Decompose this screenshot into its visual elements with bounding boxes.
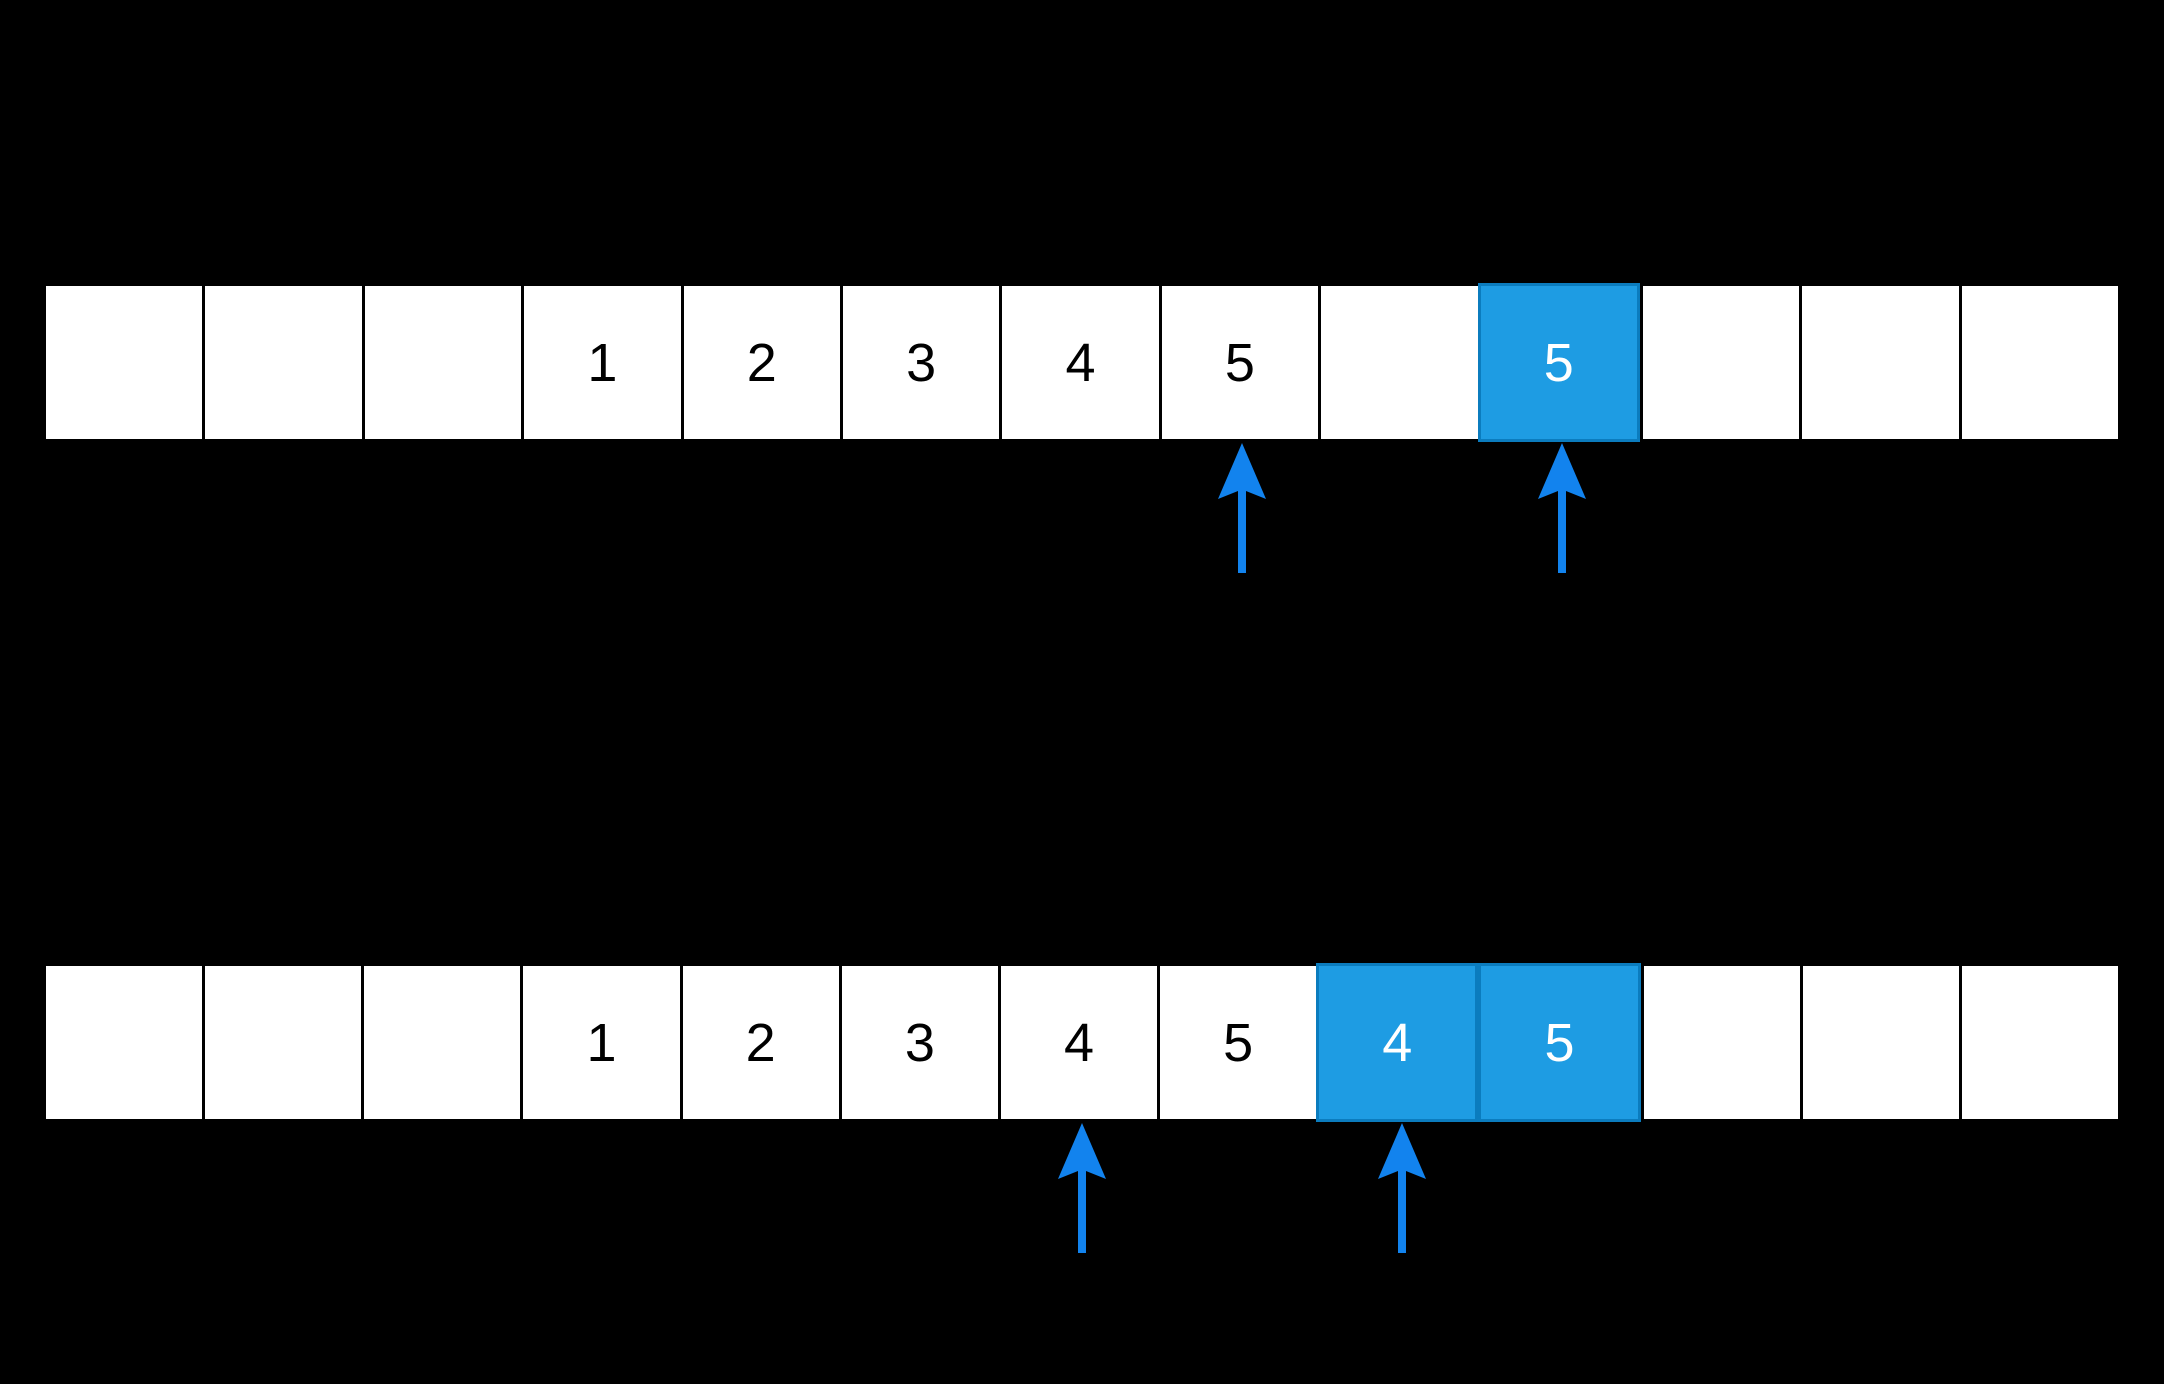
bottom-pointer-dest-arrow-icon <box>1372 1123 1432 1253</box>
array-cell-highlighted[interactable]: 5 <box>1477 283 1640 442</box>
array-cell-highlighted[interactable]: 4 <box>1316 963 1479 1122</box>
top-pointer-source-arrow-icon <box>1212 443 1272 573</box>
array-cell[interactable] <box>361 283 522 442</box>
cell-value: 4 <box>1382 1012 1413 1073</box>
array-cell[interactable] <box>202 283 362 442</box>
cell-value: 1 <box>586 1012 617 1073</box>
top-pointer-dest-arrow-icon <box>1532 443 1592 573</box>
array-cell[interactable] <box>1958 283 2122 442</box>
cell-value: 1 <box>587 332 618 393</box>
array-cell[interactable] <box>43 963 203 1122</box>
array-cell[interactable]: 1 <box>520 963 680 1122</box>
top-array-row: 1 2 3 4 5 5 <box>43 283 2122 442</box>
cell-value: 4 <box>1063 1012 1095 1073</box>
cell-value: 5 <box>1544 1012 1575 1073</box>
array-cell[interactable]: 3 <box>839 283 1000 442</box>
array-cell[interactable] <box>1958 963 2122 1122</box>
cell-value: 3 <box>904 1012 935 1073</box>
array-cell[interactable]: 2 <box>679 963 839 1122</box>
bottom-pointer-source-arrow-icon <box>1052 1123 1112 1253</box>
array-cell[interactable]: 5 <box>1158 283 1319 442</box>
array-cell[interactable] <box>202 963 362 1122</box>
array-cell[interactable]: 1 <box>521 283 681 442</box>
bottom-array-row: 1 2 3 4 5 4 5 <box>43 963 2122 1122</box>
cell-value: 2 <box>746 332 777 393</box>
array-cell[interactable]: 5 <box>1157 963 1317 1122</box>
cell-value: 5 <box>1224 332 1255 393</box>
array-cell[interactable] <box>1639 283 1800 442</box>
cell-value: 5 <box>1543 332 1574 393</box>
array-cell[interactable] <box>1799 963 1959 1122</box>
array-cell[interactable]: 3 <box>838 963 998 1122</box>
cell-value: 3 <box>906 332 937 393</box>
array-cell[interactable] <box>43 283 203 442</box>
array-cell[interactable]: 4 <box>999 283 1159 442</box>
array-cell[interactable] <box>361 963 521 1122</box>
array-cell[interactable] <box>1318 283 1478 442</box>
array-cell[interactable] <box>1799 283 1959 442</box>
cell-value: 5 <box>1223 1012 1254 1073</box>
array-cell[interactable]: 4 <box>997 963 1158 1122</box>
array-cell-highlighted[interactable]: 5 <box>1478 963 1641 1122</box>
cell-value: 2 <box>745 1012 776 1073</box>
array-cell[interactable] <box>1640 963 1800 1122</box>
cell-value: 4 <box>1065 332 1096 393</box>
array-cell[interactable]: 2 <box>680 283 840 442</box>
